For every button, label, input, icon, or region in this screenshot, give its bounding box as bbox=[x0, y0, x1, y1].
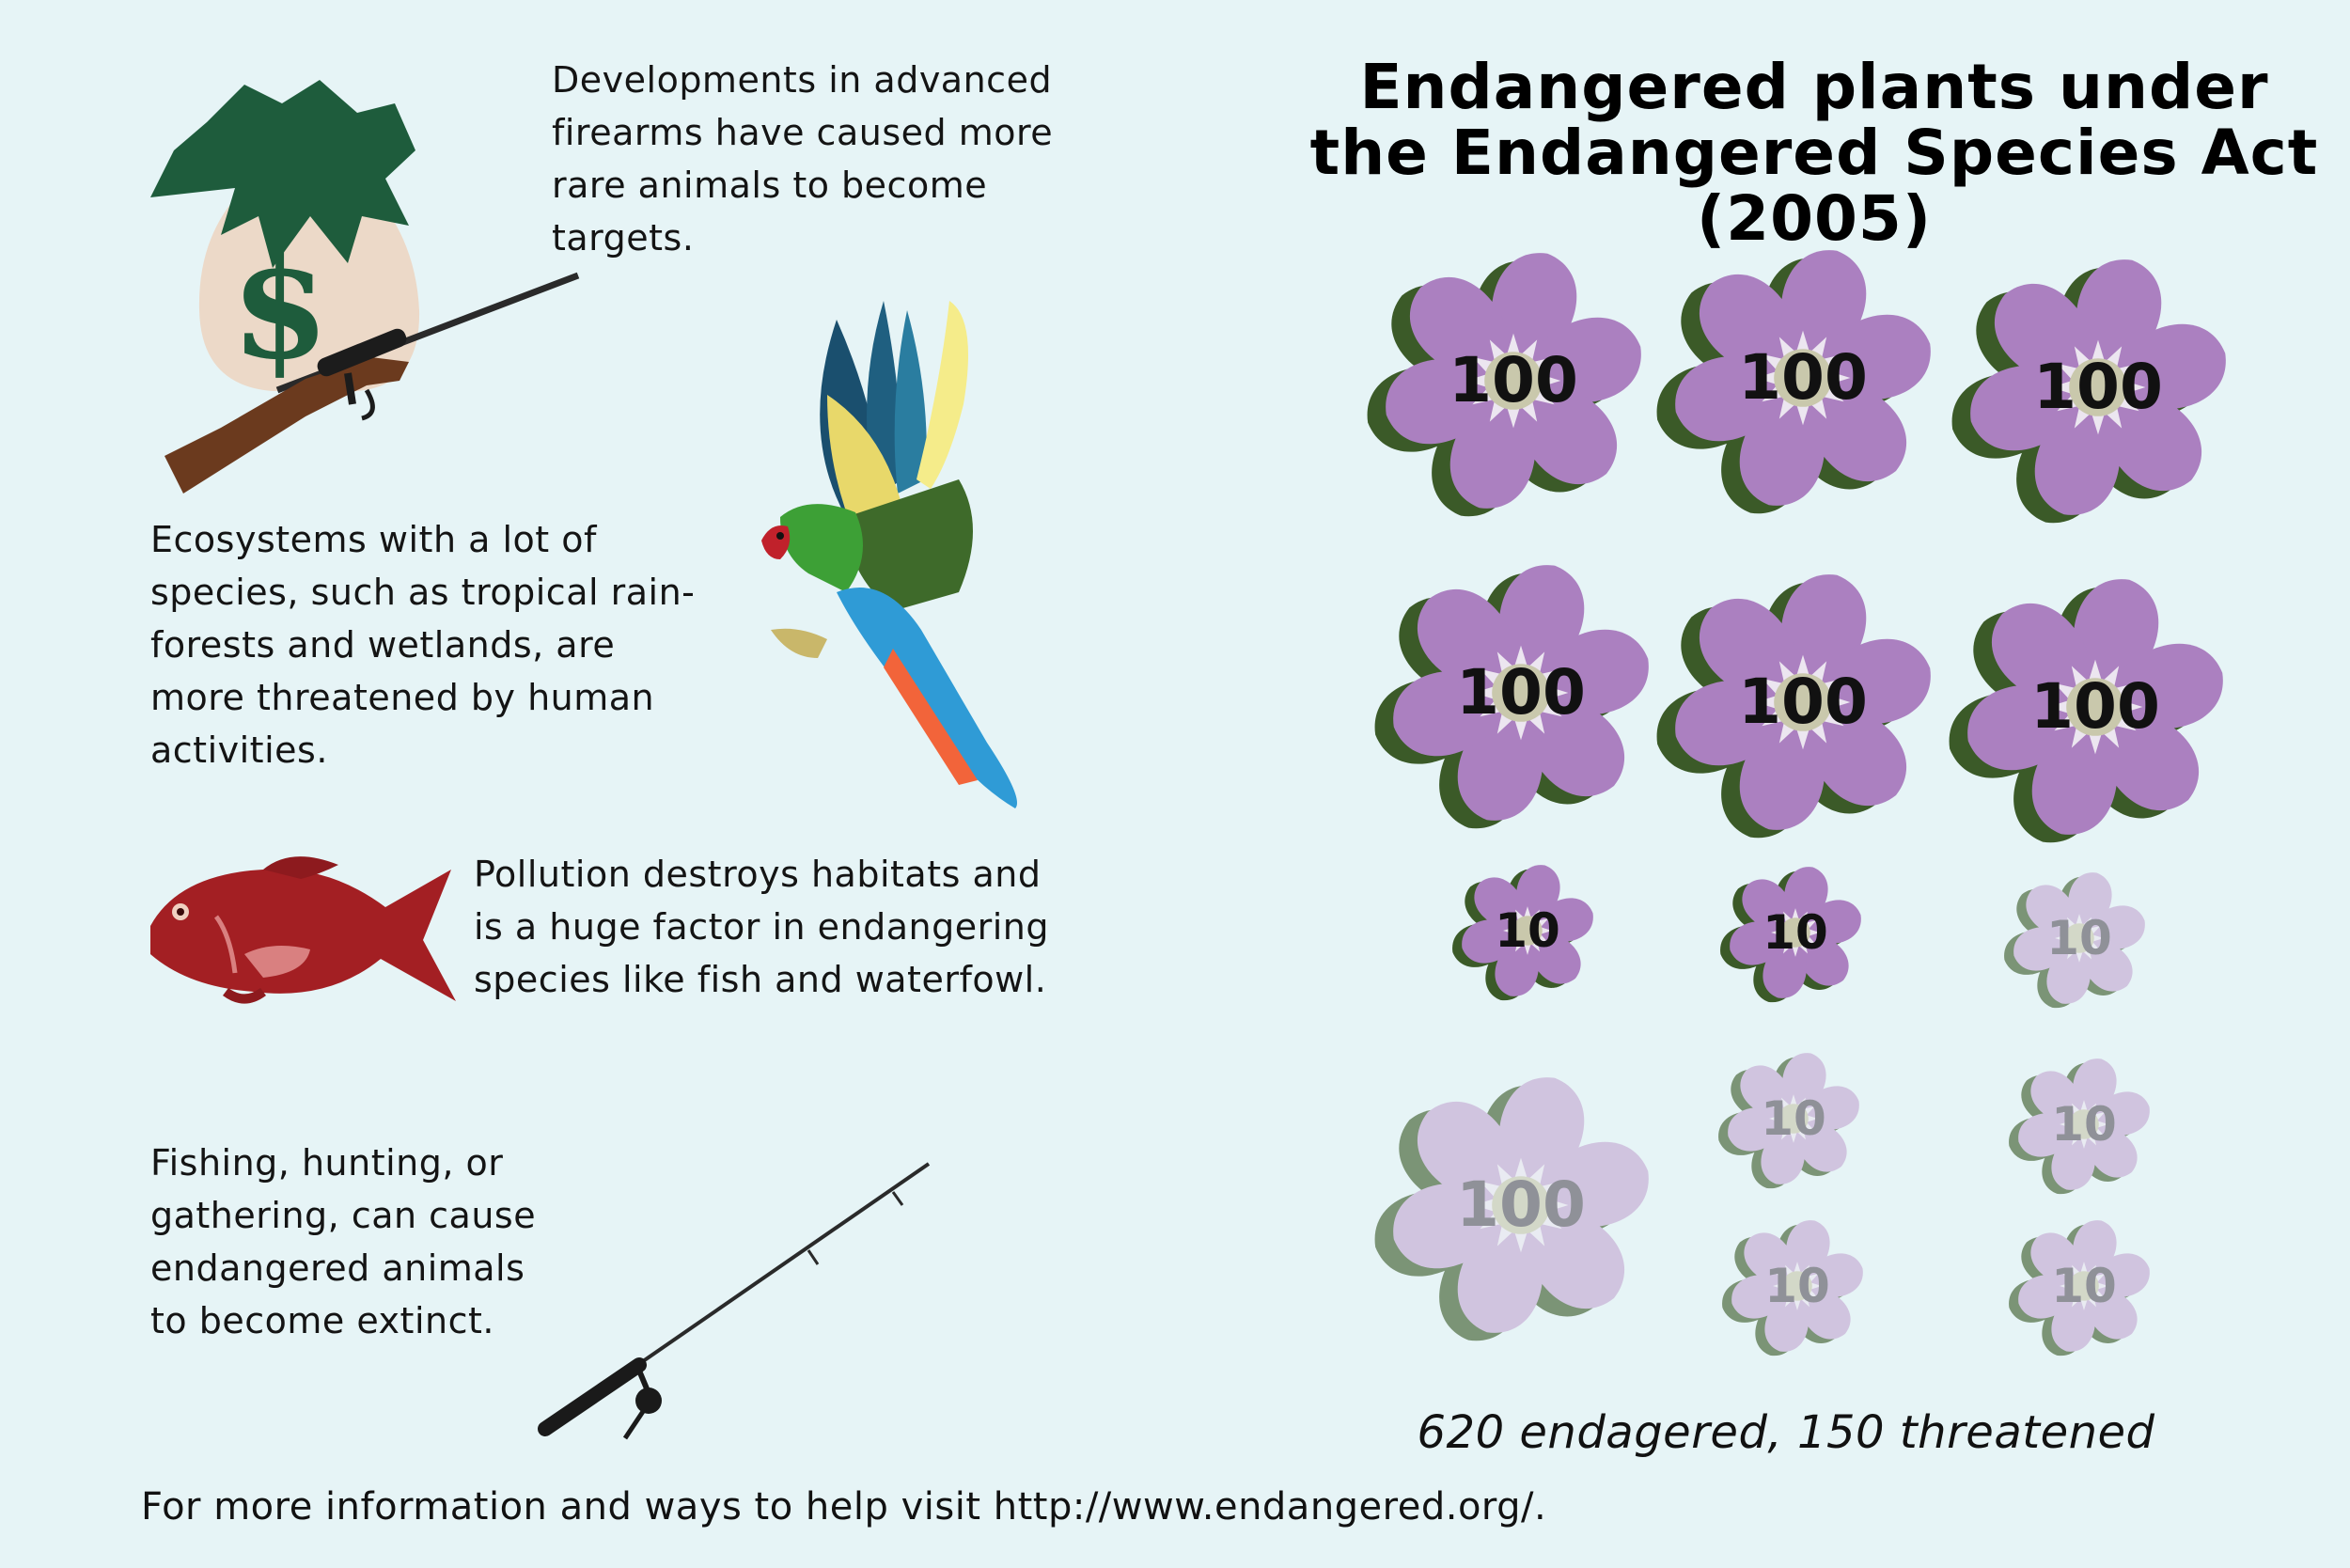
pollution-caption: Pollution destroys habitats and is a hug… bbox=[474, 854, 1050, 1000]
rifle-icon bbox=[164, 272, 580, 494]
flower-value-label: 10 bbox=[2046, 911, 2112, 965]
threatened-flower-icon: 10 bbox=[1722, 1220, 1863, 1356]
endangered-flower-icon: 100 bbox=[1374, 565, 1649, 829]
fishing-rod-icon bbox=[538, 1162, 931, 1440]
flower-value-label: 10 bbox=[1495, 903, 1560, 958]
flower-value-label: 100 bbox=[1456, 1168, 1586, 1241]
endangered-flower-icon: 100 bbox=[1951, 259, 2226, 524]
money-bag-icon: $ bbox=[150, 80, 420, 391]
threatened-flower-icon: 10 bbox=[2009, 1058, 2150, 1194]
flower-value-label: 10 bbox=[1764, 1259, 1830, 1313]
flower-value-label: 10 bbox=[1761, 1091, 1826, 1146]
endangered-flower-icon: 10 bbox=[1452, 865, 1593, 1000]
endangered-flower-icon: 100 bbox=[1367, 253, 1641, 517]
endangered-flower-icon: 100 bbox=[1656, 250, 1931, 514]
svg-text:$: $ bbox=[231, 226, 329, 391]
flower-value-label: 100 bbox=[2033, 351, 2163, 423]
parrot-icon bbox=[761, 301, 1017, 808]
footer-text: For more information and ways to help vi… bbox=[141, 1485, 1547, 1529]
flower-value-label: 100 bbox=[1738, 666, 1868, 738]
chart-title: Endangered plants under the Endangered S… bbox=[1309, 51, 2319, 255]
flower-value-label: 10 bbox=[1762, 905, 1828, 960]
endangered-flower-icon: 100 bbox=[1949, 579, 2223, 843]
endangered-flower-icon: 10 bbox=[1720, 867, 1861, 1002]
firearms-caption: Developments in advanced firearms have c… bbox=[552, 59, 1054, 259]
flower-value-label: 10 bbox=[2051, 1259, 2117, 1313]
fishing-caption: Fishing, hunting, or gathering, can caus… bbox=[150, 1142, 537, 1341]
endangered-flower-icon: 100 bbox=[1656, 574, 1931, 839]
flower-value-label: 10 bbox=[2051, 1097, 2117, 1152]
threatened-flower-icon: 10 bbox=[1718, 1053, 1859, 1188]
threatened-flower-icon: 10 bbox=[2009, 1220, 2150, 1356]
summary-text: 620 endagered, 150 threatened bbox=[1417, 1406, 2155, 1459]
flower-value-label: 100 bbox=[1449, 344, 1578, 416]
fish-icon bbox=[150, 856, 456, 1004]
flower-value-label: 100 bbox=[1738, 341, 1868, 414]
flower-value-label: 100 bbox=[1456, 656, 1586, 729]
threatened-flower-icon: 10 bbox=[2004, 872, 2145, 1008]
ecosystems-caption: Ecosystems with a lot of species, such a… bbox=[150, 519, 696, 771]
flower-value-label: 100 bbox=[2030, 670, 2160, 743]
threatened-flower-icon: 100 bbox=[1374, 1077, 1649, 1341]
